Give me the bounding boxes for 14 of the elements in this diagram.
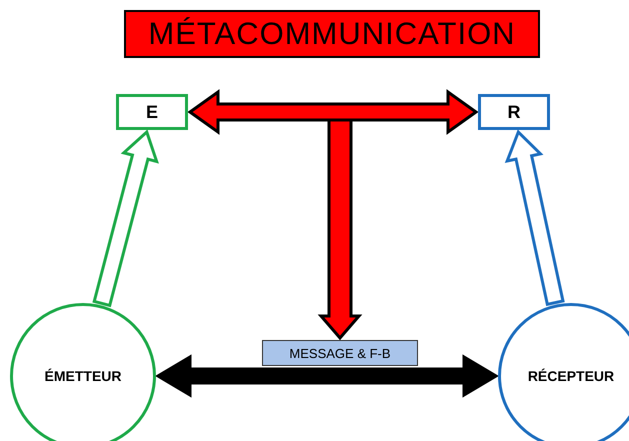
block-arrow — [504, 129, 565, 306]
node-label: MESSAGE & F-B — [289, 346, 391, 360]
block-arrow — [318, 118, 362, 340]
letter-box — [478, 94, 550, 130]
node-label: RÉCEPTEUR — [528, 368, 614, 384]
node-label: E — [146, 102, 158, 122]
letter-box — [116, 94, 188, 130]
node-label: ÉMETTEUR — [44, 368, 122, 384]
block-arrow — [92, 129, 159, 308]
block-arrow — [187, 89, 479, 135]
block-arrow — [155, 354, 499, 398]
message-box — [262, 340, 418, 366]
node-label: R — [508, 102, 520, 122]
title-banner: MÉTACOMMUNICATION — [124, 10, 540, 58]
